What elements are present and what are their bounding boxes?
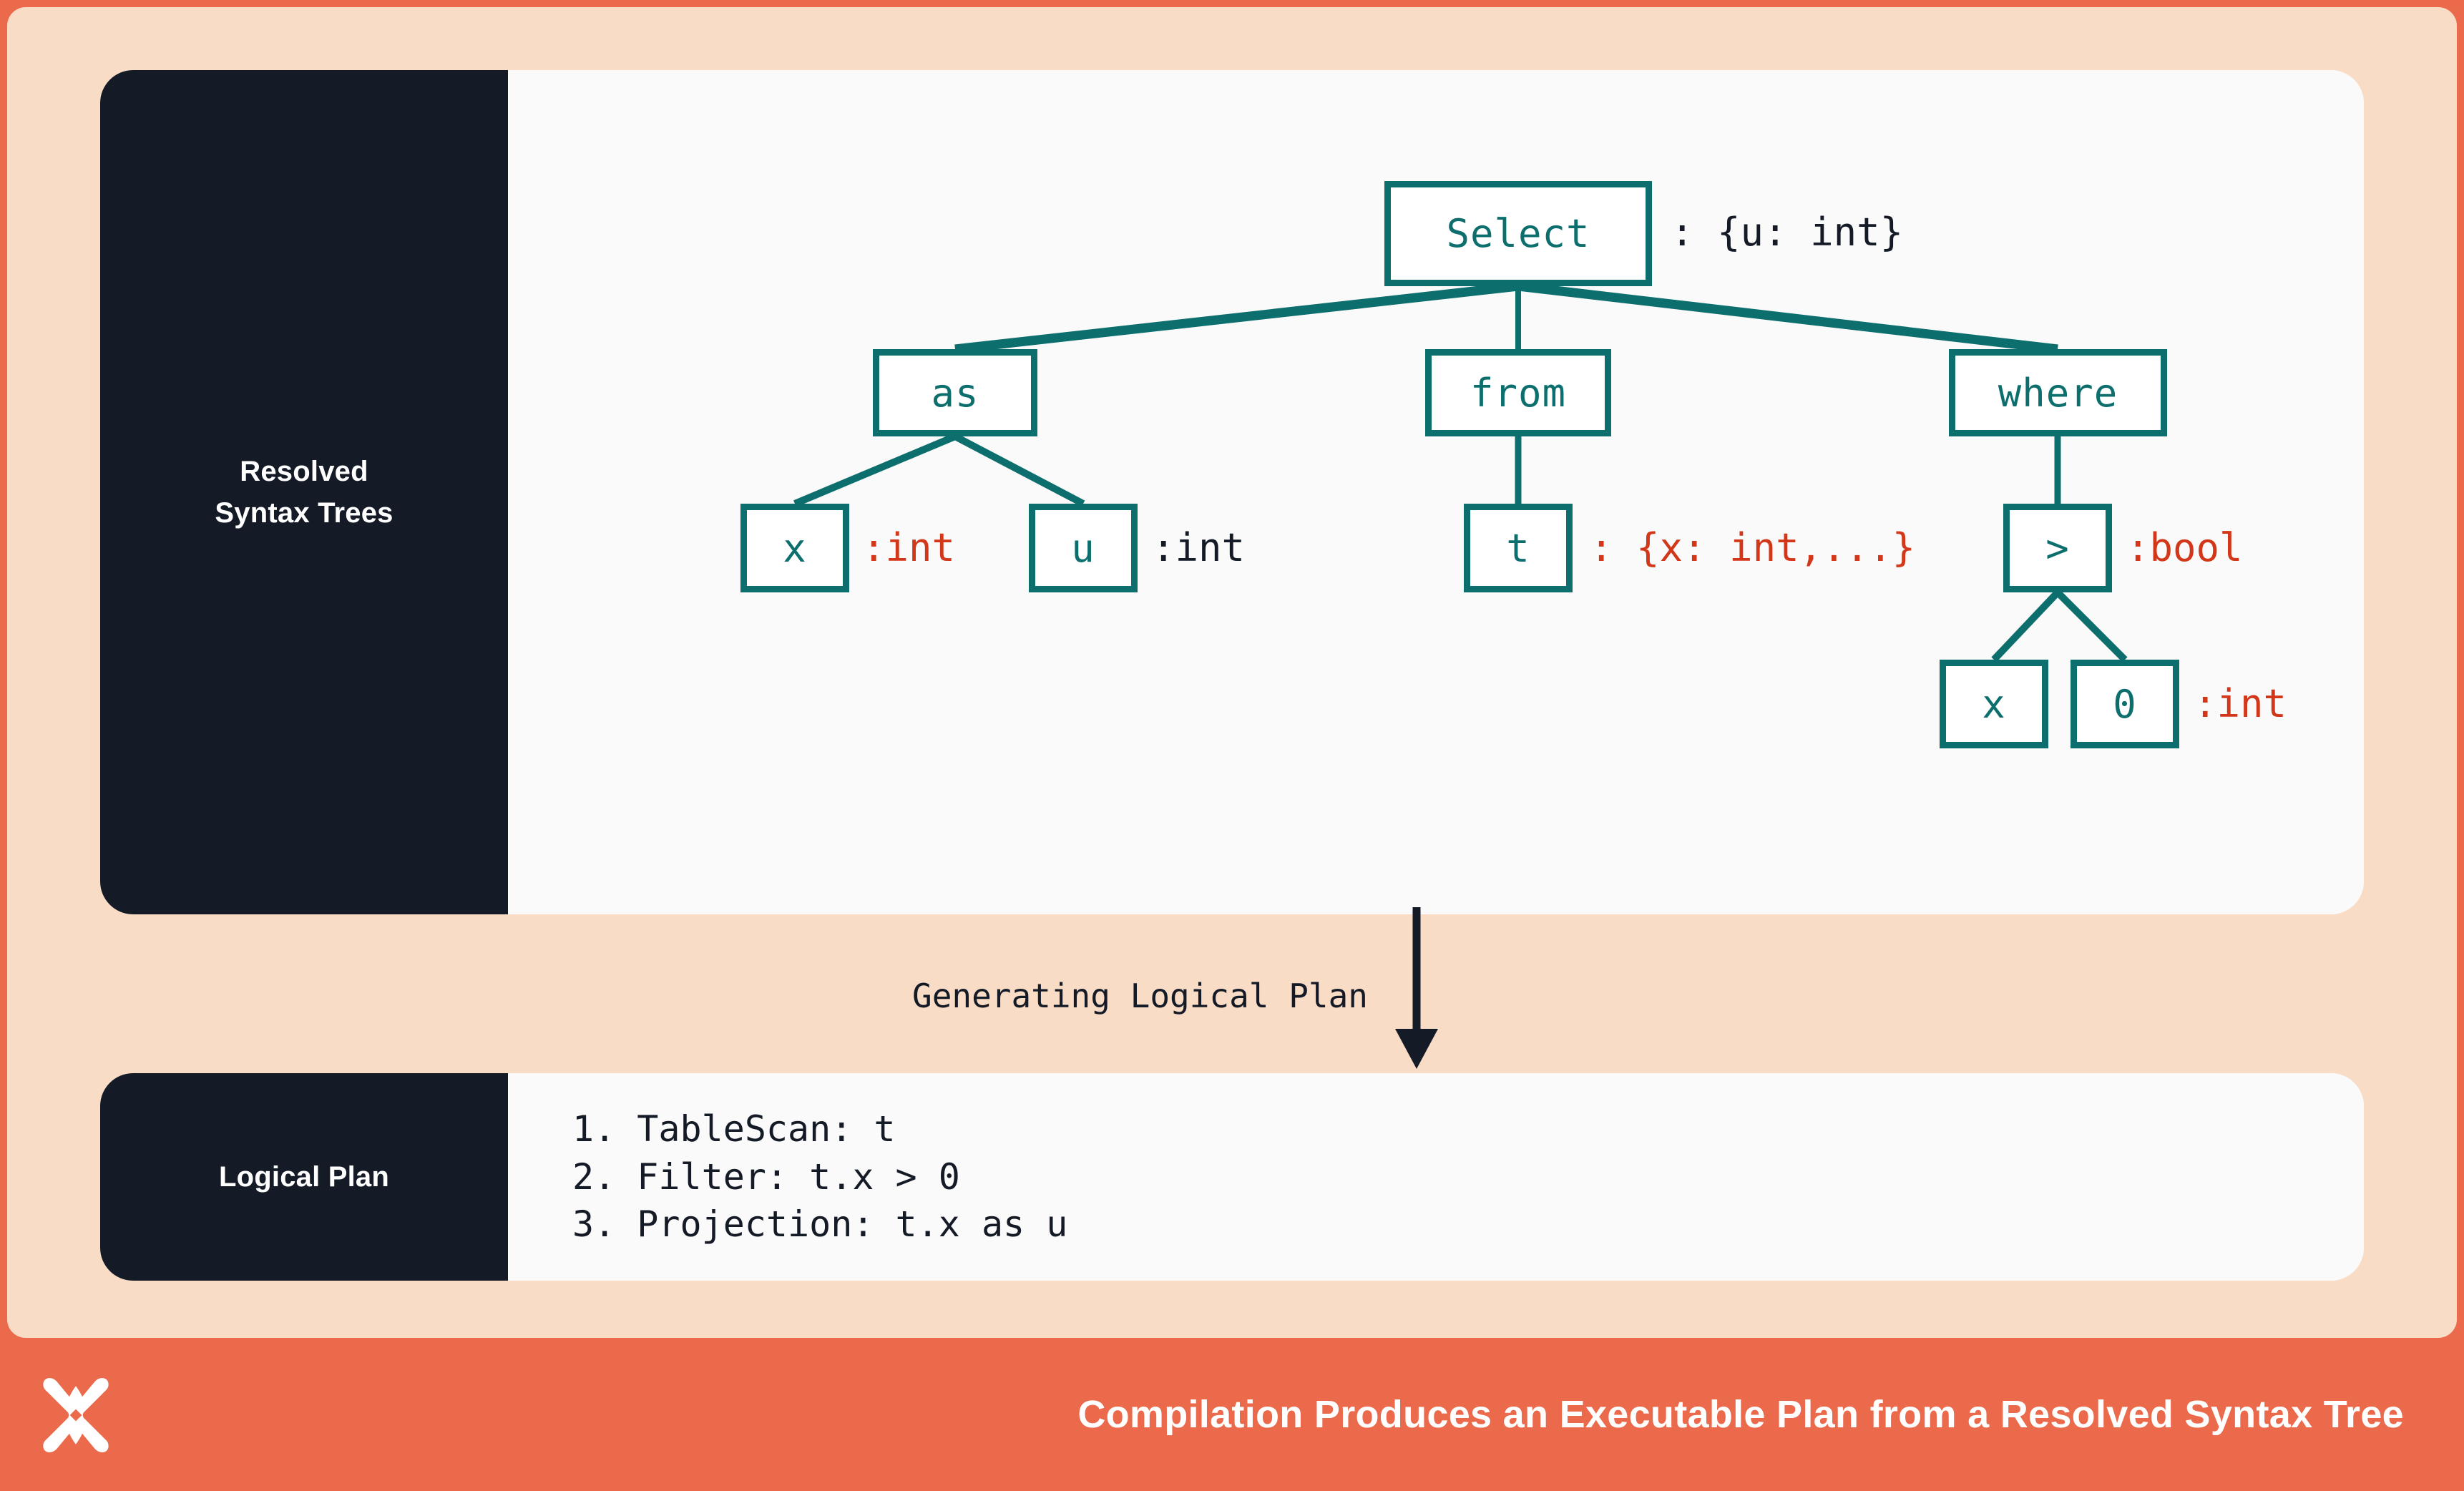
footer-bar: Compilation Produces an Executable Plan … — [0, 1338, 2464, 1491]
tree-node-gt-x[interactable]: x — [1940, 660, 2048, 748]
edge-select-where — [1517, 281, 2058, 354]
edge-gt-x — [1991, 590, 2060, 663]
tree-annotation-as-x: :int — [862, 525, 956, 570]
tree-nodes: Select : {u: int} as from where x :int u… — [508, 70, 2364, 914]
tree-annotation-gt: :bool — [2126, 525, 2243, 570]
tree-node-from-t[interactable]: t — [1464, 504, 1573, 592]
tree-node-gt-0[interactable]: 0 — [2071, 660, 2179, 748]
tree-annotation-from-t: : {x: int,...} — [1590, 525, 1916, 570]
tree-node-select[interactable]: Select — [1384, 181, 1652, 286]
tree-edges — [793, 281, 2128, 663]
plan-step: 1. TableScan: t — [572, 1108, 896, 1150]
footer-caption: Compilation Produces an Executable Plan … — [1077, 1393, 2404, 1436]
edge-as-x — [793, 433, 957, 507]
tree-node-as-x[interactable]: x — [740, 504, 849, 592]
logical-plan-panel-label: Logical Plan — [100, 1073, 508, 1281]
plan-step: 2. Filter: t.x > 0 — [572, 1155, 960, 1198]
edge-gt-0 — [2055, 590, 2128, 663]
rst-label-line2: Syntax Trees — [215, 497, 393, 529]
logical-plan-panel-body: 1. TableScan: t 2. Filter: t.x > 0 3. Pr… — [508, 1073, 2364, 1281]
rst-panel-body: Select : {u: int} as from where x :int u… — [508, 70, 2364, 914]
tree-annotation-select: : {u: int} — [1671, 210, 1904, 255]
tree-node-from[interactable]: from — [1425, 349, 1611, 436]
tree-node-where[interactable]: where — [1949, 349, 2167, 436]
plan-step: 3. Projection: t.x as u — [572, 1203, 1068, 1246]
butterfly-logo-icon — [43, 1378, 109, 1452]
logical-plan-label-text: Logical Plan — [218, 1161, 389, 1193]
edge-select-as — [954, 281, 1519, 354]
transition-arrow-icon — [1395, 907, 1438, 1069]
tree-annotation-as-u: :int — [1152, 525, 1246, 570]
tree-node-as-u[interactable]: u — [1029, 504, 1138, 592]
logical-plan-panel: Logical Plan 1. TableScan: t 2. Filter: … — [100, 1073, 2364, 1281]
tree-node-gt[interactable]: > — [2003, 504, 2112, 592]
edge-as-u — [953, 433, 1085, 507]
tree-node-as[interactable]: as — [873, 349, 1037, 436]
transition-label: Generating Logical Plan — [912, 977, 1368, 1015]
tree-annotation-gt-0: :int — [2194, 681, 2287, 726]
rst-label-line1: Resolved — [240, 456, 368, 487]
